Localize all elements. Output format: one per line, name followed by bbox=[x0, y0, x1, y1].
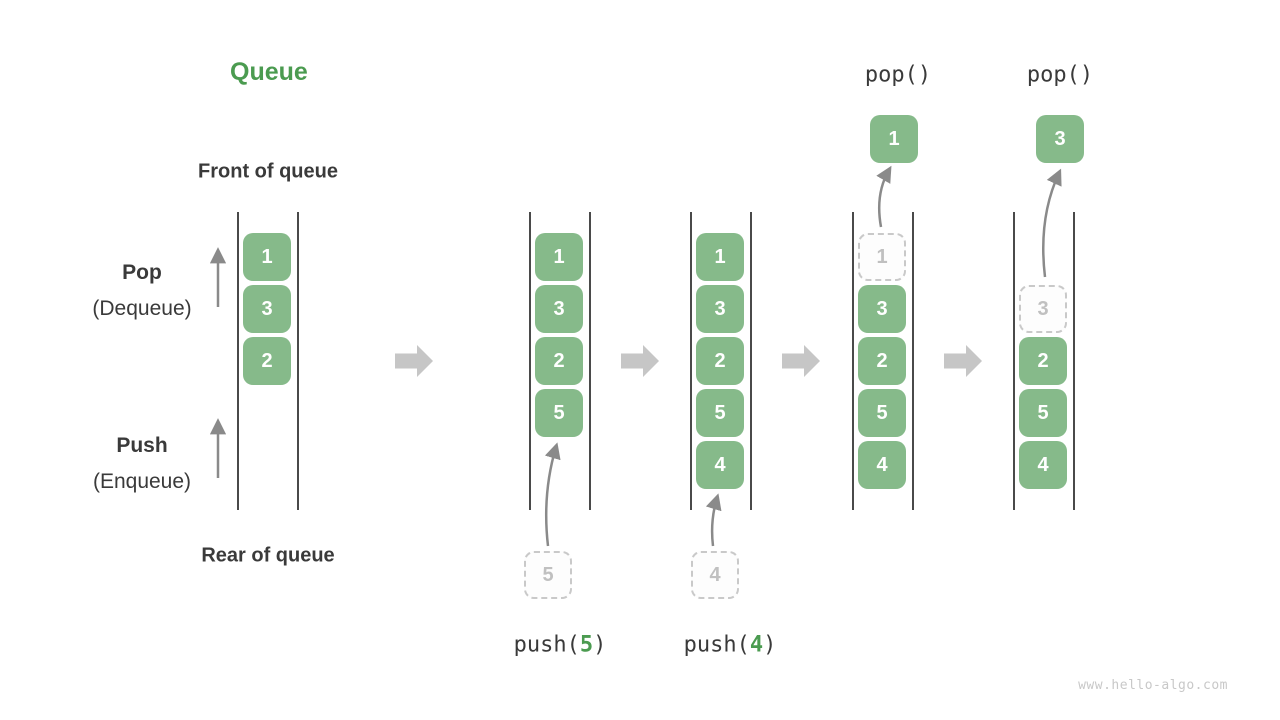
rear-of-queue-label: Rear of queue bbox=[201, 544, 335, 567]
queue-box: 2 bbox=[535, 337, 583, 385]
queue-box: 5 bbox=[1019, 389, 1067, 437]
incoming-box: 5 bbox=[524, 551, 572, 599]
push-arg-text: 5 bbox=[579, 632, 594, 658]
queue-state-5: 3 2 5 4 bbox=[1013, 212, 1075, 510]
incoming-box: 4 bbox=[691, 551, 739, 599]
queue-box: 3 bbox=[858, 285, 906, 333]
queue-rail bbox=[297, 212, 299, 510]
push-close-text: ) bbox=[593, 632, 607, 658]
queue-box: 4 bbox=[858, 441, 906, 489]
queue-rail bbox=[852, 212, 854, 510]
flow-arrow-icon bbox=[944, 345, 982, 377]
queue-rail bbox=[1073, 212, 1075, 510]
queue-rail bbox=[690, 212, 692, 510]
pop-call-label: pop() bbox=[864, 62, 932, 88]
flow-arrow-icon bbox=[782, 345, 820, 377]
push-label: Push bbox=[116, 434, 168, 457]
queue-box: 3 bbox=[696, 285, 744, 333]
push-4-call-label: push(4) bbox=[684, 633, 777, 658]
push-5-call-label: push(5) bbox=[514, 633, 607, 658]
queue-rail bbox=[589, 212, 591, 510]
queue-rail bbox=[750, 212, 752, 510]
pop-call-label: pop() bbox=[1026, 62, 1094, 88]
queue-state-2: 1 3 2 5 bbox=[529, 212, 591, 510]
queue-box: 4 bbox=[696, 441, 744, 489]
queue-box: 2 bbox=[1019, 337, 1067, 385]
queue-rail bbox=[1013, 212, 1015, 510]
queue-box: 2 bbox=[696, 337, 744, 385]
pop-label: Pop bbox=[122, 261, 162, 284]
enqueue-label: (Enqueue) bbox=[92, 470, 192, 493]
queue-box: 3 bbox=[243, 285, 291, 333]
popped-box: 1 bbox=[870, 115, 918, 163]
push-close-text: ) bbox=[763, 632, 777, 658]
flow-arrow-icon bbox=[395, 345, 433, 377]
ghost-box: 3 bbox=[1019, 285, 1067, 333]
push-fn-text: push( bbox=[513, 632, 580, 658]
queue-box: 1 bbox=[535, 233, 583, 281]
watermark: www.hello-algo.com bbox=[1078, 678, 1228, 693]
queue-box: 4 bbox=[1019, 441, 1067, 489]
queue-rail bbox=[529, 212, 531, 510]
queue-rail bbox=[237, 212, 239, 510]
queue-box: 5 bbox=[696, 389, 744, 437]
dequeue-label: (Dequeue) bbox=[92, 297, 192, 320]
push-fn-text: push( bbox=[683, 632, 750, 658]
queue-state-4: 1 3 2 5 4 bbox=[852, 212, 914, 510]
diagram-title: Queue bbox=[230, 58, 308, 86]
ghost-box: 1 bbox=[858, 233, 906, 281]
queue-box: 1 bbox=[696, 233, 744, 281]
queue-box: 3 bbox=[535, 285, 583, 333]
flow-arrow-icon bbox=[621, 345, 659, 377]
push-arg-text: 4 bbox=[749, 632, 764, 658]
queue-box: 5 bbox=[535, 389, 583, 437]
queue-state-3: 1 3 2 5 4 bbox=[690, 212, 752, 510]
front-of-queue-label: Front of queue bbox=[198, 160, 338, 183]
queue-rail bbox=[912, 212, 914, 510]
queue-box: 1 bbox=[243, 233, 291, 281]
queue-box: 2 bbox=[243, 337, 291, 385]
popped-box: 3 bbox=[1036, 115, 1084, 163]
queue-state-1: 1 3 2 bbox=[237, 212, 299, 510]
queue-box: 5 bbox=[858, 389, 906, 437]
queue-box: 2 bbox=[858, 337, 906, 385]
